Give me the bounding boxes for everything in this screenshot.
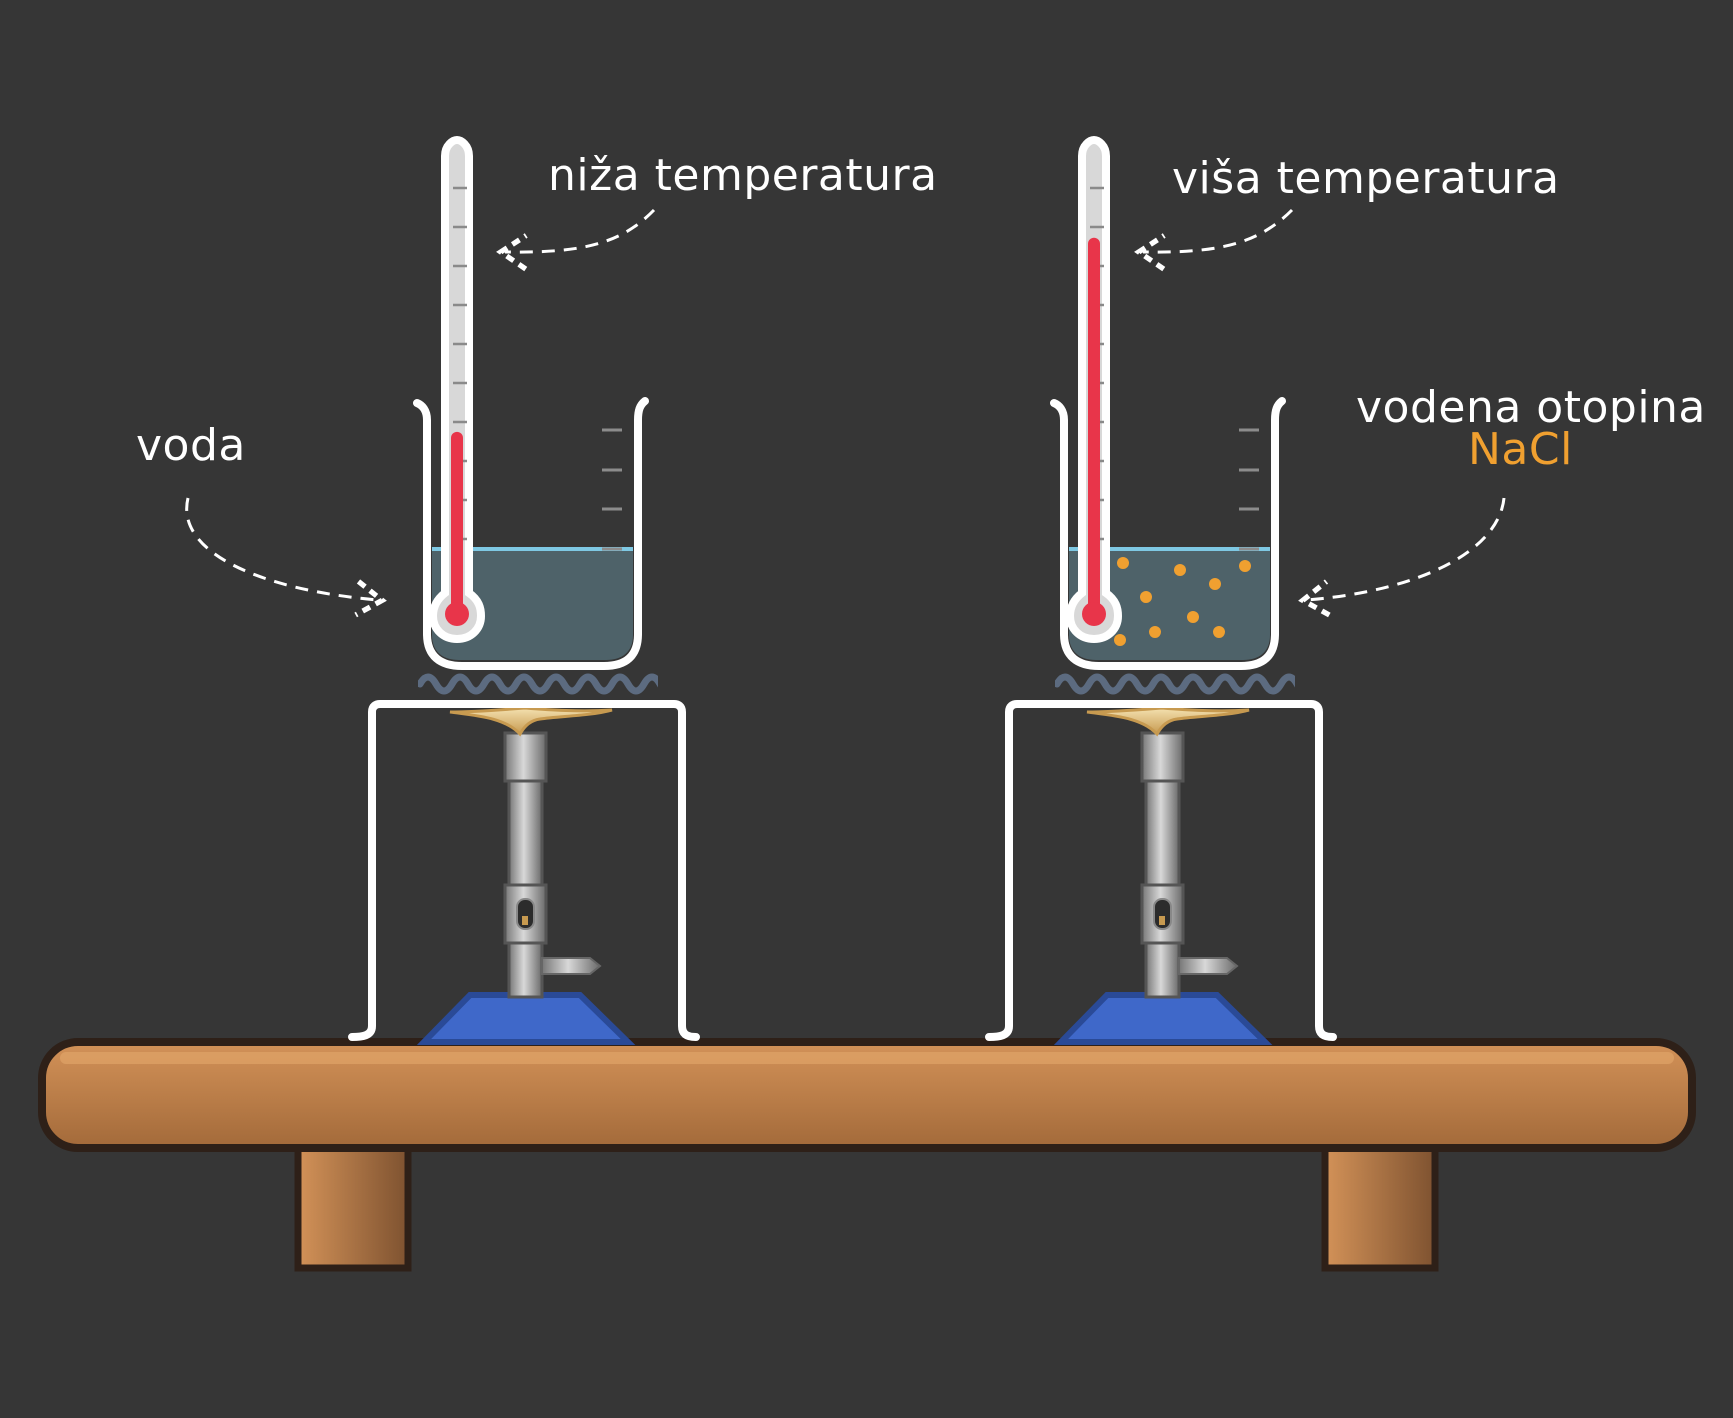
beaker-scale-right: [1239, 428, 1259, 551]
arrow-niza-temperatura: [505, 208, 656, 252]
salt-particle: [1140, 591, 1152, 603]
salt-particle: [1213, 626, 1225, 638]
label-visa-temperatura: viša temperatura: [1172, 153, 1560, 204]
mercury-bulb-right: [1082, 602, 1106, 626]
burner-flame-right: [1086, 706, 1250, 737]
right-setup: [985, 135, 1506, 1045]
beaker-wall-left: [413, 397, 649, 670]
label-nacl: NaCl: [1468, 424, 1573, 475]
arrow-visa-temperatura: [1143, 208, 1294, 252]
burner-base-left: [416, 992, 636, 1045]
arrow-vodena-otopina: [1307, 497, 1506, 600]
thermometer-left: [428, 135, 486, 644]
bunsen-burner-right: [1053, 706, 1273, 1045]
burner-air-hole-glow-right: [1159, 916, 1165, 925]
mercury-column-left: [451, 431, 463, 612]
burner-top-collar-left: [503, 731, 548, 783]
salt-particle: [1114, 634, 1126, 646]
burner-gas-inlet-left: [541, 957, 602, 975]
burner-air-hole-right: [1153, 898, 1172, 930]
water-left: [432, 549, 633, 660]
left-setup: [185, 135, 700, 1045]
burner-air-hole-left: [516, 898, 535, 930]
thermometer-right: [1065, 135, 1123, 644]
burner-air-hole-glow-left: [522, 916, 528, 925]
burner-gas-inlet-right: [1178, 957, 1239, 975]
salt-particle: [1149, 626, 1161, 638]
burner-base-right: [1053, 992, 1273, 1045]
wire-gauze-left: [418, 673, 658, 695]
table-leg-left: [294, 1136, 412, 1272]
table-top-highlight: [60, 1052, 1674, 1064]
burner-flame-left: [449, 706, 613, 737]
beaker-scale-left: [602, 428, 622, 551]
burner-top-collar-right: [1140, 731, 1185, 783]
salt-particle: [1117, 557, 1129, 569]
table-top: [38, 1038, 1696, 1152]
table-leg-right: [1321, 1136, 1439, 1272]
label-niza-temperatura: niža temperatura: [548, 150, 938, 201]
wire-gauze-right: [1055, 673, 1295, 695]
bunsen-burner-left: [416, 706, 636, 1045]
arrow-voda: [185, 497, 378, 600]
salt-particle: [1209, 578, 1221, 590]
beaker-wall-right: [1050, 397, 1286, 670]
mercury-column-right: [1088, 237, 1100, 612]
label-vodena-otopina: vodena otopina: [1356, 382, 1706, 433]
table: [38, 1038, 1696, 1272]
salt-particle: [1174, 564, 1186, 576]
mercury-bulb-left: [445, 602, 469, 626]
label-voda: voda: [136, 420, 246, 471]
salt-particles: [1114, 557, 1251, 646]
salt-particle: [1187, 611, 1199, 623]
tripod-stand-right: [985, 700, 1337, 1041]
thermometer-tube-left: [428, 135, 486, 644]
salt-particle: [1239, 560, 1251, 572]
tripod-stand-left: [348, 700, 700, 1041]
